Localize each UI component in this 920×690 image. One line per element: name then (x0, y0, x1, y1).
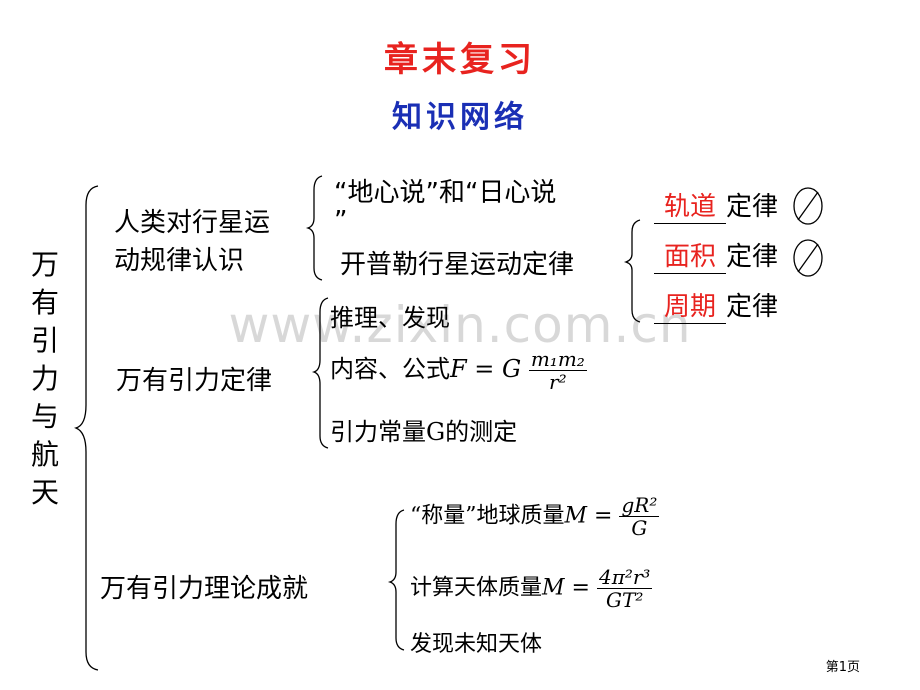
earth-mass-fraction: gR² G (619, 493, 660, 540)
law-answer-1: 轨道 (654, 186, 726, 224)
branch1-label-line1: 人类对行星运 (114, 208, 271, 238)
branch2-label: 万有引力定律 (116, 366, 273, 396)
kepler-laws-item: 开普勒行星运动定律 (340, 250, 575, 280)
earth-mass-prefix: “称量”地球质量 (410, 503, 565, 529)
root-char: 与 (30, 400, 59, 433)
unknown-bodies-item: 发现未知天体 (410, 632, 543, 657)
formula-numerator: m₁m₂ (528, 347, 587, 371)
law-suffix-2: 定律 (726, 242, 779, 272)
geo-helio-item: “地心说”和“日心说 (334, 178, 557, 208)
law-row-3: 周期定律 (654, 286, 778, 324)
gravitational-constant-item: 引力常量G的测定 (330, 418, 518, 446)
earth-mass-denominator: G (631, 516, 648, 540)
branch1-label-line2: 动规律认识 (114, 246, 245, 276)
page-title: 章末复习 (384, 40, 536, 80)
page-subtitle: 知识网络 (392, 100, 528, 135)
formula-lhs: F = G (450, 355, 522, 383)
root-char: 天 (30, 476, 59, 509)
celestial-mass-denominator: GT² (606, 588, 644, 612)
celestial-mass-fraction: 4π²r³ GT² (596, 565, 653, 612)
law-answer-2: 面积 (654, 236, 726, 274)
root-char: 引 (30, 324, 59, 357)
celestial-mass-lhs: M = (542, 575, 590, 601)
derivation-item: 推理、发现 (330, 304, 450, 332)
root-brace (74, 185, 99, 671)
law-row-1: 轨道定律 (654, 186, 778, 224)
root-char: 万 (30, 248, 59, 281)
root-label: 万 有 引 力 与 航 天 (28, 246, 62, 512)
formula-row: 内容、公式F = G m₁m₂ r² (330, 348, 587, 393)
branch3-brace (387, 509, 405, 651)
circle-mark-2 (793, 239, 823, 277)
circle-mark-1 (793, 187, 823, 225)
celestial-mass-row: 计算天体质量M = 4π²r³ GT² (410, 565, 653, 612)
law-suffix-1: 定律 (726, 192, 779, 222)
branch3-label: 万有引力理论成就 (100, 574, 309, 604)
page-number: 第1页 (825, 660, 860, 675)
formula-prefix: 内容、公式 (330, 355, 450, 383)
earth-mass-lhs: M = (564, 503, 613, 529)
watermark: www.zixin.com.cn (228, 296, 692, 354)
celestial-mass-numerator: 4π²r³ (596, 565, 653, 589)
formula-denominator: r² (549, 370, 567, 394)
earth-mass-row: “称量”地球质量M = gR² G (410, 493, 660, 540)
root-char: 力 (30, 362, 59, 395)
formula-fraction: m₁m₂ r² (528, 347, 587, 394)
law-row-2: 面积定律 (654, 236, 778, 274)
earth-mass-numerator: gR² (619, 493, 660, 517)
branch1-brace (305, 175, 323, 281)
law-answer-3: 周期 (654, 286, 726, 324)
law-suffix-3: 定律 (726, 292, 779, 322)
root-char: 有 (30, 286, 59, 319)
celestial-mass-prefix: 计算天体质量 (410, 575, 543, 601)
geo-helio-item-cont: ” (334, 206, 348, 236)
root-char: 航 (30, 438, 59, 471)
